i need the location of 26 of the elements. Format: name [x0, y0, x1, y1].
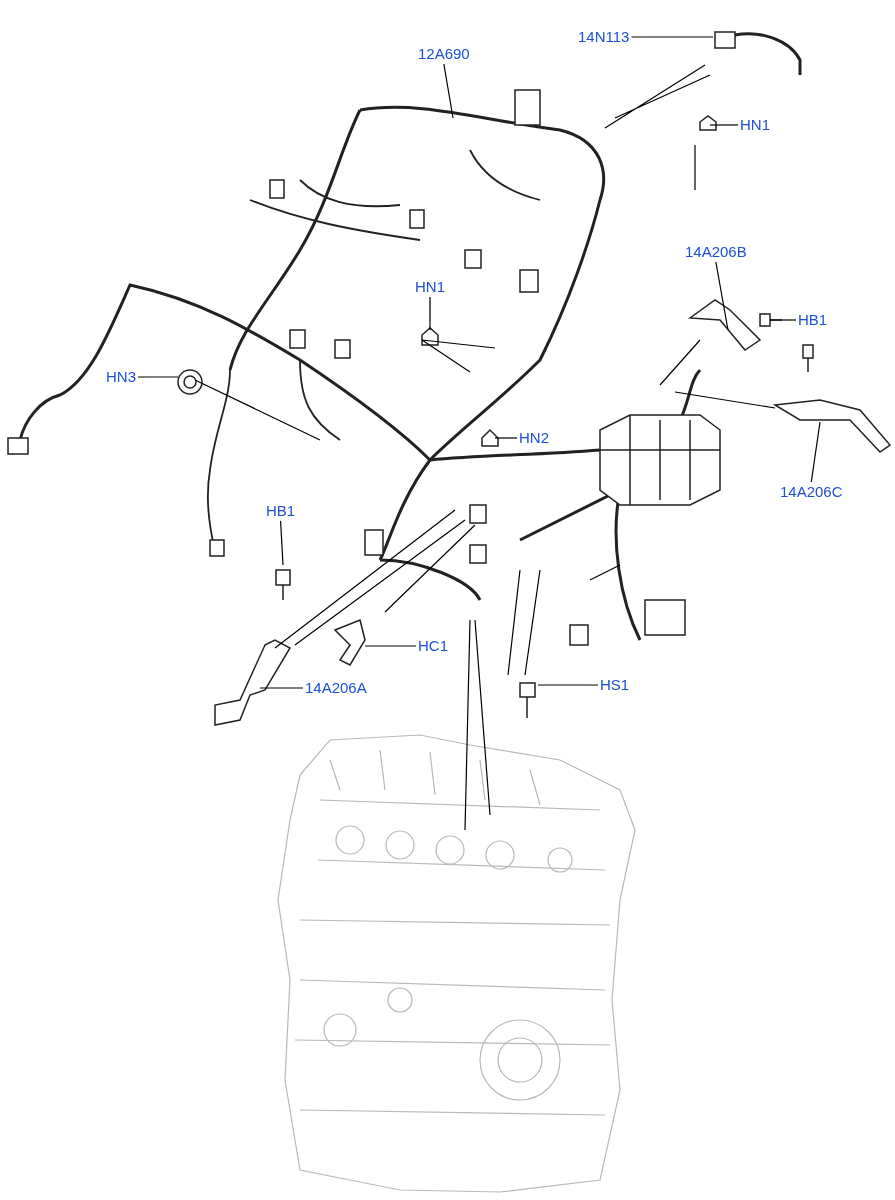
- callout-label: 14A206A: [305, 679, 367, 697]
- callout-label: HB1: [266, 502, 296, 520]
- leader-line: [494, 437, 518, 439]
- callout-label: HN2: [519, 429, 549, 447]
- callout-label: HN1: [740, 116, 770, 134]
- leader-line: [715, 261, 729, 331]
- leader-line: [429, 296, 431, 331]
- leader-line: [537, 684, 599, 686]
- callout-label: HC1: [418, 637, 448, 655]
- callout-label: HN1: [415, 278, 445, 296]
- leader-line: [364, 645, 417, 647]
- callout-label: HN3: [106, 368, 136, 386]
- callout-label: 14A206C: [780, 483, 843, 501]
- leader-line: [769, 319, 797, 321]
- callout-label: 14A206B: [685, 243, 747, 261]
- leader-line: [280, 520, 284, 566]
- callout-label: HB1: [798, 311, 828, 329]
- leader-line: [709, 124, 739, 126]
- callout-label: 12A690: [418, 45, 470, 63]
- leader-line: [443, 63, 454, 119]
- callout-label: HS1: [600, 676, 630, 694]
- leader-line: [810, 421, 821, 483]
- leader-line: [630, 36, 714, 38]
- leader-line: [137, 376, 179, 378]
- callout-label: 14N113: [578, 28, 630, 46]
- leader-line: [259, 687, 304, 689]
